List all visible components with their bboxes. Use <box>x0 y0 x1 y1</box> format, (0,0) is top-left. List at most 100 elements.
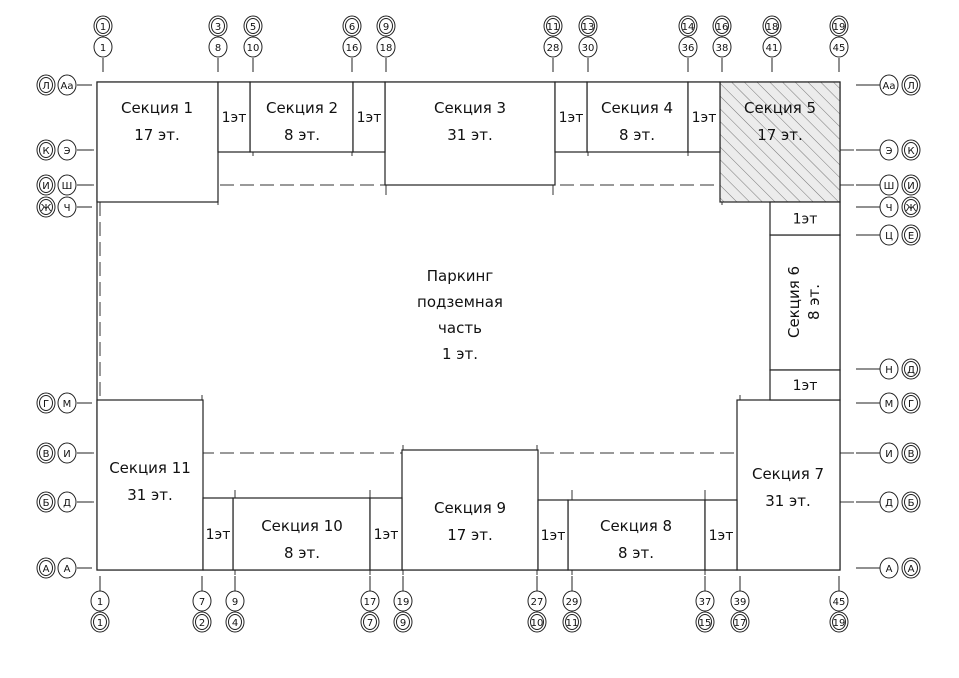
axis-top-inner-circle <box>578 36 598 58</box>
axis-top-inner-circle <box>829 36 849 58</box>
axis-top-inner-circle <box>208 36 228 58</box>
section-8-name: Секция 8 <box>600 517 672 535</box>
axis-right-inner: А <box>886 564 893 575</box>
axis-top-outer: 18 <box>766 22 779 33</box>
axis-bottom-outer-inner <box>698 614 712 630</box>
axis-left-inner-circle <box>57 174 77 196</box>
axis-right-inner-circle <box>879 557 899 579</box>
axis-right-outer: Ж <box>906 203 917 214</box>
axis-right-outer: Г <box>908 399 914 410</box>
axis-bottom-outer: 19 <box>833 618 846 629</box>
section-10-name: Секция 10 <box>261 517 343 535</box>
section-2-outline <box>249 81 354 153</box>
connector-outline <box>687 81 721 153</box>
axis-bottom-inner: 19 <box>397 597 410 608</box>
axis-right-inner: И <box>885 449 892 460</box>
axis-left-inner: Д <box>63 498 71 509</box>
axis-left-outer: И <box>42 181 49 192</box>
axis-left-inner-circle <box>57 557 77 579</box>
axis-left-inner: М <box>63 399 72 410</box>
axis-right-inner-circle <box>879 174 899 196</box>
connector-label: 1эт <box>692 110 717 126</box>
axis-bottom-outer: 1 <box>97 618 103 629</box>
axis-bottom-outer-inner <box>363 614 377 630</box>
axis-top-inner: 10 <box>247 43 260 54</box>
axis-left-outer-inner <box>39 177 53 193</box>
section-3-name: Секция 3 <box>434 99 506 117</box>
axis-bottom-outer-inner <box>565 614 579 630</box>
section-5-floors: 17 эт. <box>757 126 803 144</box>
section-1-floors: 17 эт. <box>134 126 180 144</box>
axis-bottom-inner-circle <box>829 590 849 612</box>
axis-bottom-outer: 4 <box>232 618 238 629</box>
axis-right-inner: Д <box>885 498 893 509</box>
axis-left-inner-circle <box>57 442 77 464</box>
axis-top-inner-circle <box>376 36 396 58</box>
axis-bottom-inner: 1 <box>97 597 103 608</box>
axis-bottom-outer: 15 <box>699 618 712 629</box>
axis-right-inner-circle <box>879 224 899 246</box>
connector-label: 1эт <box>357 110 382 126</box>
axis-top-inner-circle <box>678 36 698 58</box>
section-10-outline <box>232 497 371 571</box>
axis-bottom-outer: 17 <box>734 618 747 629</box>
axis-left-outer: Г <box>43 399 49 410</box>
axis-bottom-inner: 9 <box>232 597 238 608</box>
connector-label: 1эт <box>559 110 584 126</box>
section-4-floors: 8 эт. <box>619 126 655 144</box>
connector-outline <box>537 499 569 571</box>
axis-right-outer-inner <box>904 77 918 93</box>
axis-right-outer: Л <box>907 81 915 92</box>
axis-bottom-inner-circle <box>730 590 750 612</box>
connector-outline <box>369 497 403 571</box>
axis-top-outer: 11 <box>547 22 560 33</box>
axis-right-outer-inner <box>904 227 918 243</box>
section-11-outline <box>96 399 204 571</box>
axis-right-outer: Е <box>908 231 914 242</box>
axis-top-outer-inner <box>379 18 393 34</box>
section-9-floors: 17 эт. <box>447 526 493 544</box>
section-8-outline <box>567 499 706 571</box>
section-8-floors: 8 эт. <box>618 544 654 562</box>
axis-bottom-inner: 17 <box>364 597 377 608</box>
axis-top-outer-inner <box>765 18 779 34</box>
connector-label: 1эт <box>541 528 566 544</box>
axis-right-outer: В <box>908 449 915 460</box>
axis-right-outer-inner <box>904 445 918 461</box>
axis-left-outer: К <box>42 146 49 157</box>
axis-top-outer-inner <box>681 18 695 34</box>
axis-top-inner: 16 <box>346 43 359 54</box>
section-2-floors: 8 эт. <box>284 126 320 144</box>
axis-bottom-inner: 39 <box>734 597 747 608</box>
axis-bottom-outer: 9 <box>400 618 406 629</box>
connector-outline <box>554 81 588 153</box>
axis-bottom-inner: 45 <box>833 597 846 608</box>
axis-right-outer: Д <box>907 365 915 376</box>
axis-right-inner-circle <box>879 196 899 218</box>
connector-outline <box>704 499 738 571</box>
axis-top-inner: 28 <box>547 43 560 54</box>
axis-top-outer: 16 <box>716 22 729 33</box>
axis-bottom-outer-inner <box>832 614 846 630</box>
axis-right-outer-inner <box>904 142 918 158</box>
axis-bottom-inner: 27 <box>531 597 544 608</box>
axis-top-outer: 9 <box>383 22 389 33</box>
axis-bottom-outer: 11 <box>566 618 579 629</box>
axis-top-inner: 1 <box>100 43 106 54</box>
section-9-name: Секция 9 <box>434 499 506 517</box>
axis-left-outer: Б <box>43 498 50 509</box>
axis-bottom-inner-circle <box>562 590 582 612</box>
connector-label: 1эт <box>793 378 818 394</box>
axis-left-outer-inner <box>39 77 53 93</box>
axis-bottom-outer-inner <box>195 614 209 630</box>
axis-top-outer: 5 <box>250 22 256 33</box>
axis-bottom-inner-circle <box>192 590 212 612</box>
parking-label-line: подземная <box>417 293 503 311</box>
connector-outline <box>769 369 841 401</box>
axis-left-outer: В <box>43 449 50 460</box>
axis-bottom-inner: 29 <box>566 597 579 608</box>
connector-outline <box>217 81 251 153</box>
axis-left-inner-circle <box>57 491 77 513</box>
axis-right-inner: Ш <box>884 181 895 192</box>
